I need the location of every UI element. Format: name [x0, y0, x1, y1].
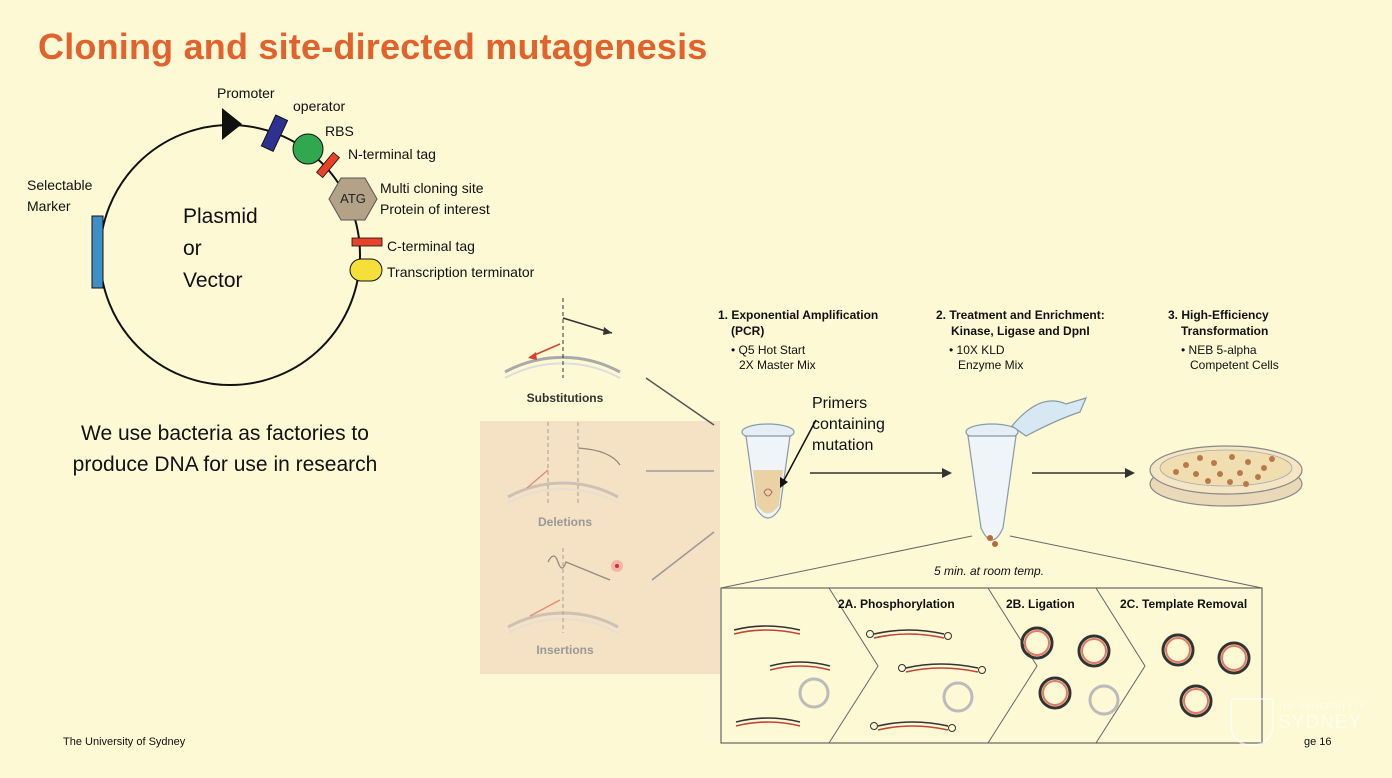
- terminator-label: Transcription terminator: [387, 264, 535, 280]
- terminator-block: [349, 258, 383, 282]
- substep-phosphorylation: 2A. Phosphorylation: [838, 597, 955, 611]
- footer-university: The University of Sydney: [63, 736, 186, 748]
- operator-label: operator: [293, 98, 346, 114]
- c-terminal-tag-block: [351, 237, 383, 247]
- mcs-label: Multi cloning site: [380, 180, 484, 196]
- substep-template-removal: 2C. Template Removal: [1120, 597, 1248, 611]
- deletions-diagram: [507, 422, 621, 504]
- primer-note: Primers containing mutation: [812, 393, 885, 456]
- rbs-label: RBS: [325, 123, 354, 139]
- promoter-arrow: [222, 108, 242, 140]
- chevron-1: [828, 587, 879, 744]
- step1-bullet-line2: 2X Master Mix: [739, 358, 816, 372]
- primer-pointer-head: [780, 477, 788, 488]
- logo-line2: SYDNEY: [1278, 712, 1363, 733]
- mutation-type-insertions: Insertions: [536, 643, 594, 657]
- primer-pointer: [781, 419, 817, 485]
- primer-note-line1: Primers: [812, 395, 868, 412]
- caption-line2: produce DNA for use in research: [72, 453, 378, 476]
- marker-label-line2: Marker: [27, 198, 71, 214]
- plasmid-center-line3: Vector: [183, 269, 243, 292]
- step2-title-line1: 2. Treatment and Enrichment:: [936, 308, 1105, 322]
- step2-title-line2: Kinase, Ligase and DpnI: [951, 324, 1090, 338]
- pcr-tube: [741, 423, 795, 519]
- petri-dish: [1149, 445, 1303, 507]
- step3-bullet-line1: • NEB 5-alpha: [1181, 343, 1257, 357]
- step3-title-line1: 3. High-Efficiency: [1168, 308, 1269, 322]
- linear-fragments-2: [873, 629, 979, 731]
- selectable-marker-block: [91, 215, 104, 289]
- arrow-sub: [645, 377, 715, 426]
- rbs-circle: [292, 133, 324, 165]
- step2-bullet-line1: • 10X KLD: [949, 343, 1005, 357]
- linear-fragments-1: [733, 625, 831, 727]
- template-ring-3: [1088, 684, 1120, 716]
- primer-note-line3: mutation: [812, 437, 874, 454]
- template-ring-2: [942, 681, 974, 713]
- step1-bullet-line1: • Q5 Hot Start: [731, 343, 806, 357]
- caption-line1: We use bacteria as factories to: [81, 422, 369, 445]
- mutation-type-substitutions: Substitutions: [526, 391, 604, 405]
- incubation-note: 5 min. at room temp.: [934, 564, 1045, 578]
- step3-bullet-line2: Competent Cells: [1190, 358, 1279, 372]
- chevron-2: [987, 587, 1038, 744]
- operator-block: [260, 114, 289, 153]
- substep-ligation: 2B. Ligation: [1006, 597, 1075, 611]
- chevron-3: [1095, 587, 1146, 744]
- zoom-line-left: [720, 535, 973, 589]
- zoom-line-right: [1009, 535, 1263, 589]
- crest-icon: [1230, 698, 1274, 746]
- substitutions-diagram: [504, 298, 621, 379]
- promoter-label: Promoter: [217, 85, 275, 101]
- final-circles: [1161, 633, 1251, 718]
- n-terminal-tag-label: N-terminal tag: [348, 146, 436, 162]
- phosphate-groups: [866, 630, 986, 732]
- plasmid-ring: [99, 124, 361, 386]
- protein-of-interest-label: Protein of interest: [380, 201, 490, 217]
- slide-title: Cloning and site-directed mutagenesis: [38, 26, 708, 67]
- marker-label-line1: Selectable: [27, 177, 93, 193]
- plasmid-center-line2: or: [183, 237, 202, 260]
- step1-title-line1: 1. Exponential Amplification: [718, 308, 879, 322]
- arrow-step1-head: [942, 468, 952, 478]
- ligated-circles: [1020, 626, 1111, 710]
- university-logo: THE UNIVERSITY OF SYDNEY: [1228, 696, 1378, 746]
- cursor-dot-center: [615, 564, 619, 568]
- template-ring-1: [798, 677, 830, 709]
- atg-hexagon: [328, 177, 378, 221]
- mutation-type-deletions: Deletions: [537, 515, 592, 529]
- step2-bullet-line2: Enzyme Mix: [958, 358, 1024, 372]
- primer-note-line2: containing: [812, 416, 885, 433]
- n-terminal-tag-block: [316, 151, 340, 179]
- insertions-diagram: [507, 548, 619, 634]
- substep-box: [720, 587, 1263, 744]
- highlight-panel: [480, 421, 720, 674]
- arrow-step2-head: [1125, 468, 1135, 478]
- page-number: ge 16: [1304, 736, 1332, 748]
- plasmid-center-line1: Plasmid: [183, 205, 258, 228]
- atg-label: ATG: [340, 191, 366, 206]
- logo-line1: THE UNIVERSITY OF: [1278, 702, 1368, 711]
- arrow-ins: [651, 531, 715, 581]
- step3-title-line2: Transformation: [1181, 324, 1269, 338]
- c-terminal-tag-label: C-terminal tag: [387, 238, 475, 254]
- kld-tube: [965, 397, 1088, 547]
- step1-title-line2: (PCR): [731, 324, 765, 338]
